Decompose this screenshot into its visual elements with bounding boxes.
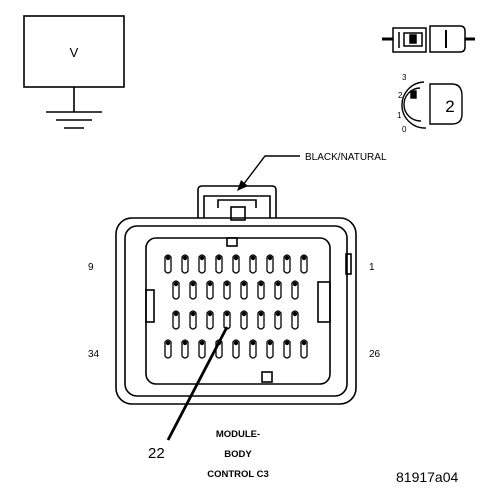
connector-body [115, 185, 357, 405]
connector-pin [283, 254, 291, 274]
pin-number-bottom-left: 34 [88, 349, 100, 360]
connector-name-line-1: MODULE- [216, 429, 260, 440]
plug-icon [382, 25, 475, 53]
connector-pin [172, 280, 180, 300]
position-mark-1: 1 [397, 111, 402, 120]
pin-number-bottom-right: 26 [369, 349, 381, 360]
connector-shell-inner [124, 225, 348, 397]
connector-pin [300, 254, 308, 274]
connector-pin [283, 339, 291, 359]
connector-pin [198, 339, 206, 359]
connector-latch [197, 185, 277, 218]
connector-pin [257, 310, 265, 330]
pin-number-top-left: 9 [88, 262, 94, 273]
connector-color-label: BLACK/NATURAL [305, 152, 387, 163]
connector-pin [215, 254, 223, 274]
connector-pin [240, 280, 248, 300]
connector-pin [181, 254, 189, 274]
key-position-icon [401, 81, 463, 129]
connector-pin [189, 280, 197, 300]
connector-pin [189, 310, 197, 330]
pin-callout-number: 22 [148, 445, 165, 462]
connector-pin [274, 280, 282, 300]
connector-pin [198, 254, 206, 274]
key-tab-left [145, 289, 155, 323]
figure-id: 81917a04 [396, 469, 459, 485]
connector-pin [249, 339, 257, 359]
connector-pin [172, 310, 180, 330]
voltmeter-symbol [23, 15, 125, 129]
position-mark-0: 0 [402, 125, 407, 134]
pin-grid [164, 254, 308, 359]
connector-pin [164, 254, 172, 274]
key-number: 2 [445, 97, 454, 116]
connector-name-line-3: CONTROL C3 [207, 469, 269, 480]
pin-callout-line [166, 326, 229, 441]
connector-pin [206, 310, 214, 330]
voltmeter-label: V [70, 45, 79, 60]
connector-pin [232, 339, 240, 359]
connector-pin [249, 254, 257, 274]
connector-pin [181, 339, 189, 359]
pin-number-top-right: 1 [369, 262, 375, 273]
connector-pin [223, 280, 231, 300]
color-label-arrow [242, 155, 300, 186]
connector-pin [274, 310, 282, 330]
connector-pin [206, 280, 214, 300]
connector-pin [223, 310, 231, 330]
connector-pin [291, 310, 299, 330]
connector-pin [257, 280, 265, 300]
connector-name-line-2: BODY [224, 449, 252, 460]
connector-pin [240, 310, 248, 330]
connector-pin [232, 254, 240, 274]
position-mark-2: 2 [398, 91, 403, 100]
connector-pin [291, 280, 299, 300]
connector-pin [266, 339, 274, 359]
position-mark-3: 3 [402, 73, 407, 82]
connector-pin [266, 254, 274, 274]
connector-pin [164, 339, 172, 359]
connector-shell-outer [115, 217, 357, 405]
key-tab-right [317, 281, 331, 323]
connector-pin [300, 339, 308, 359]
